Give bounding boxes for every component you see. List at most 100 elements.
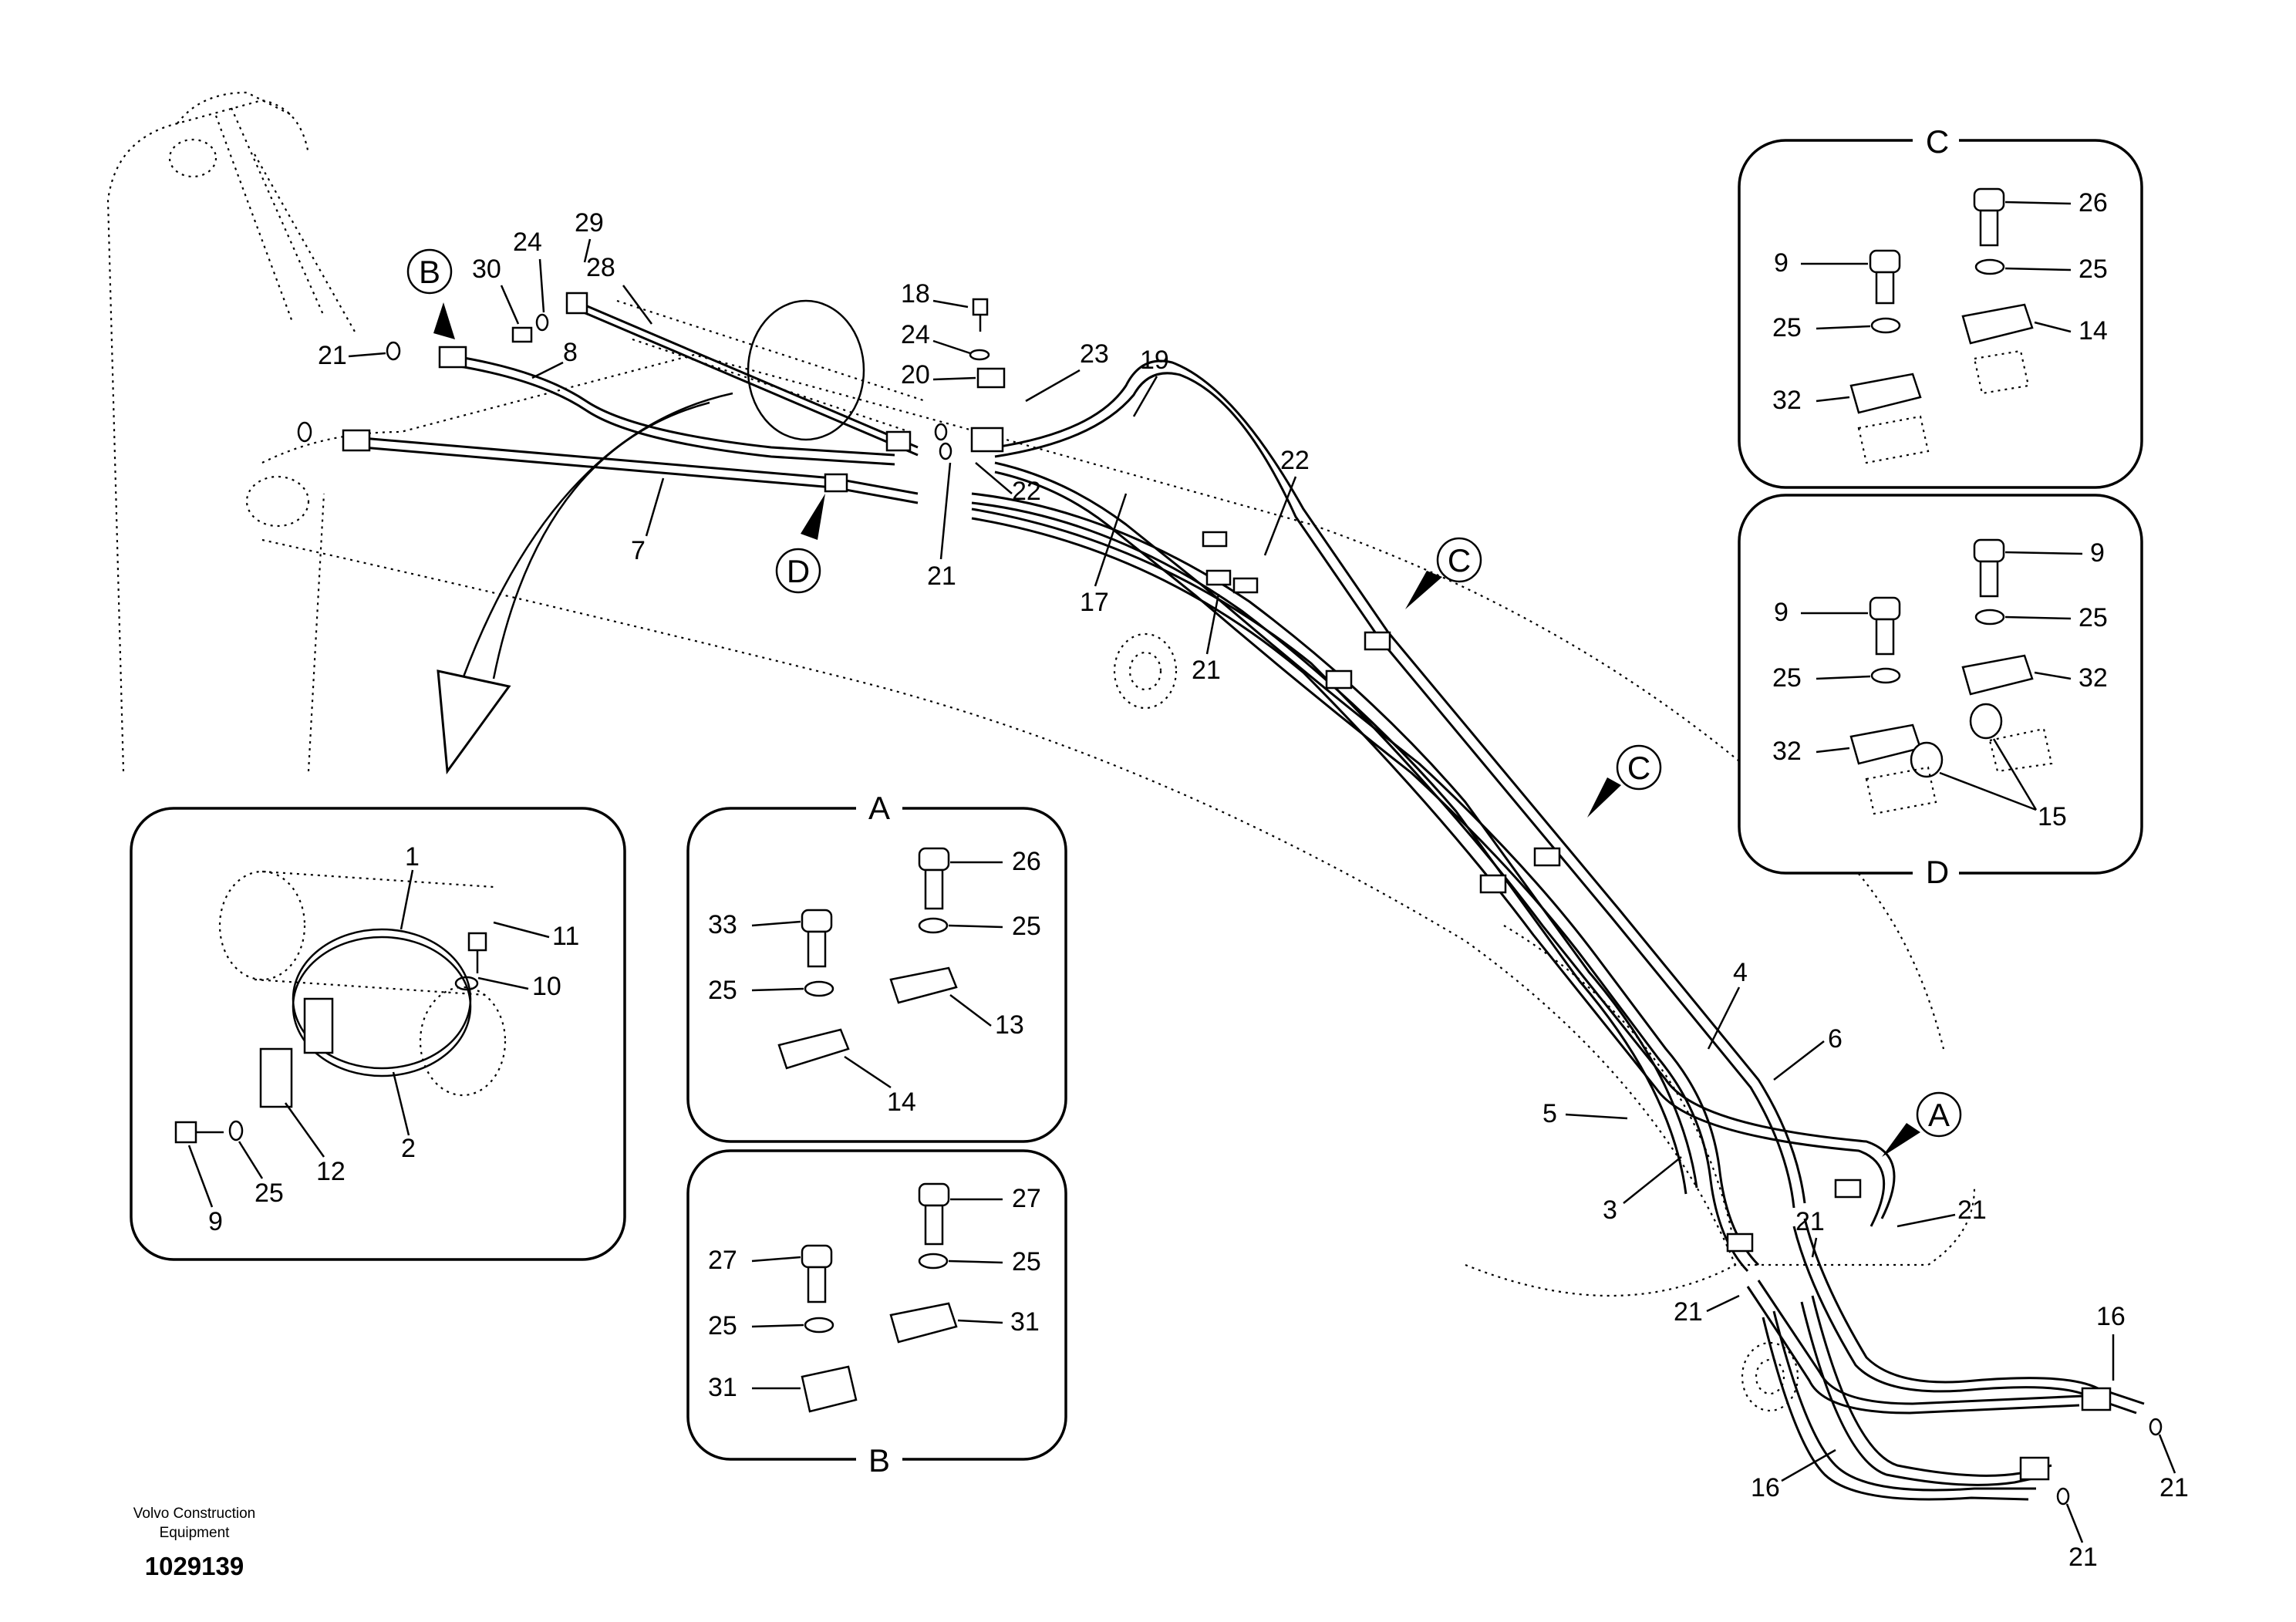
detail-A-callout-26: 26 — [1012, 847, 1041, 876]
fitting — [885, 430, 912, 452]
bolt-33 — [801, 909, 833, 933]
bolt-9 — [1869, 249, 1901, 274]
detail-D-callout-25a: 25 — [2079, 603, 2108, 632]
main-callouts: 28 29 24 30 21 8 7 18 24 20 23 19 22 21 … — [318, 208, 2189, 1572]
o-ring — [535, 313, 549, 332]
view-marker-A-label: A — [1928, 1097, 1950, 1133]
callout-22-a: 22 — [1012, 477, 1041, 506]
detail-D-title: D — [1926, 854, 1949, 890]
clamp-14 — [1961, 303, 2034, 345]
clamp-callout-9: 9 — [208, 1207, 223, 1236]
detail-A-panel: A 26 25 33 25 13 14 — [686, 790, 1067, 1143]
detail-C-callout-25a: 25 — [2079, 255, 2108, 284]
bolt-27 — [801, 1244, 833, 1269]
bolt-9-head — [174, 1121, 197, 1144]
fitting — [438, 346, 467, 369]
elbow-fitting — [976, 367, 1006, 389]
clamp-block — [824, 473, 848, 493]
detail-D-panel: D 9 25 9 25 32 32 15 — [1738, 494, 2143, 890]
clamp-31 — [801, 1365, 858, 1413]
detail-B-callout-27a: 27 — [708, 1246, 737, 1275]
o-ring — [2149, 1418, 2163, 1436]
detail-D-callout-9b: 9 — [2090, 538, 2105, 568]
detail-C-panel: C 26 25 9 25 14 32 — [1738, 123, 2143, 489]
detail-A-callout-33: 33 — [708, 910, 737, 939]
washer-25 — [1974, 258, 2005, 275]
detail-arrow — [437, 392, 733, 775]
clamp-callout-10: 10 — [532, 972, 561, 1001]
clamp-block — [1479, 874, 1507, 894]
clamp-block — [1533, 847, 1561, 867]
small-parts — [511, 298, 1006, 389]
document-number: 1029139 — [145, 1552, 244, 1580]
clamp-detail-panel: 1 11 10 2 12 25 9 — [130, 807, 626, 1261]
bolt-9 — [1869, 596, 1901, 621]
detail-A-callout-13: 13 — [995, 1010, 1024, 1040]
fitting — [342, 429, 371, 452]
detail-A-title: A — [868, 790, 890, 826]
detail-B-callout-27b: 27 — [1012, 1184, 1041, 1213]
view-marker-C2: C — [1587, 744, 1662, 818]
detail-D-callout-32a: 32 — [1772, 737, 1802, 766]
callout-23: 23 — [1080, 339, 1109, 369]
fitting — [1232, 577, 1259, 594]
detail-D-callout-25b: 25 — [1772, 663, 1802, 693]
washer-25 — [918, 917, 949, 934]
washer-25 — [918, 1253, 949, 1270]
view-marker-C1: C — [1405, 537, 1482, 609]
view-marker-D: D — [775, 494, 825, 594]
clamp-14 — [777, 1028, 850, 1070]
clamp-callout-25: 25 — [255, 1179, 284, 1208]
detail-C-callout-26: 26 — [2079, 188, 2108, 218]
callout-21-c: 21 — [1192, 656, 1221, 685]
spacer-15 — [1910, 741, 1944, 778]
washer-25 — [804, 980, 834, 997]
o-ring — [386, 341, 401, 361]
bolt-27 — [918, 1182, 950, 1207]
view-marker-C2-label: C — [1627, 750, 1650, 786]
detail-C-callout-25b: 25 — [1772, 313, 1802, 342]
clamp-32 — [1961, 654, 2034, 696]
clamp-block — [1726, 1233, 1754, 1253]
washer-25 — [1870, 317, 1901, 334]
callout-30: 30 — [472, 255, 501, 284]
bolt-26 — [918, 847, 950, 872]
callout-21-a: 21 — [318, 341, 347, 370]
detail-D-callout-32b: 32 — [2079, 663, 2108, 693]
fitting — [1202, 531, 1228, 548]
clamp-block — [1325, 669, 1353, 690]
clamp-callout-12: 12 — [316, 1157, 346, 1186]
callout-29: 29 — [575, 208, 604, 238]
hose-end — [2081, 1387, 2112, 1411]
bolt-26 — [1973, 187, 2005, 212]
detail-B-panel: B 27 25 27 25 31 31 — [686, 1149, 1067, 1479]
bolt-head — [972, 298, 989, 316]
callout-8: 8 — [563, 338, 578, 367]
callout-21-g: 21 — [2159, 1473, 2189, 1502]
callout-28: 28 — [586, 253, 615, 282]
brand-name-line2: Equipment — [160, 1525, 231, 1541]
detail-B-title: B — [868, 1442, 890, 1479]
o-ring — [297, 421, 312, 443]
bolt-head — [511, 326, 533, 343]
callout-7: 7 — [631, 536, 646, 565]
view-marker-B-label: B — [419, 254, 440, 290]
detail-D-callout-15: 15 — [2038, 802, 2067, 831]
clamp-block — [1834, 1179, 1862, 1199]
clamp-callout-2: 2 — [401, 1134, 416, 1163]
clamp-13 — [889, 966, 958, 1004]
detail-C-title: C — [1926, 123, 1949, 160]
callout-20: 20 — [901, 360, 930, 389]
pipe-routes — [297, 292, 2145, 1501]
callout-21-d: 21 — [1795, 1207, 1825, 1236]
detail-B-callout-25b: 25 — [708, 1311, 737, 1340]
fitting — [1205, 569, 1232, 586]
fitting — [565, 292, 588, 315]
callout-21-e: 21 — [1957, 1195, 1987, 1225]
detail-D-callout-9a: 9 — [1774, 598, 1789, 627]
o-ring — [934, 423, 948, 441]
clamp-block — [1364, 631, 1391, 651]
view-marker-D-label: D — [787, 553, 810, 589]
view-marker-A: A — [1882, 1091, 1962, 1157]
